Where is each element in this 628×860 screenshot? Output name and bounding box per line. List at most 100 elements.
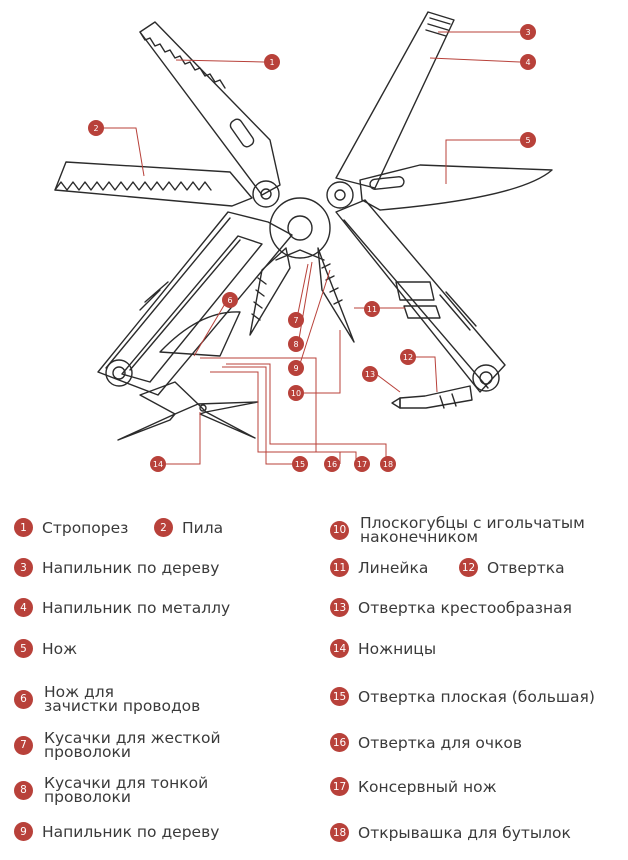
right-handle <box>335 199 506 393</box>
saw-blade <box>54 161 253 207</box>
screwdriver-bit <box>391 385 473 409</box>
legend-label: Линейка <box>358 558 429 577</box>
callout-number: 16 <box>327 460 337 469</box>
callout-14: 14 <box>150 456 166 472</box>
callout-1: 1 <box>264 54 280 70</box>
callout-number: 7 <box>293 316 298 325</box>
legend-label: Консервный нож <box>358 777 497 796</box>
legend-number-badge: 6 <box>14 689 33 709</box>
callout-number: 1 <box>269 58 274 67</box>
callout-number: 10 <box>291 389 301 398</box>
legend-label: Напильник по дереву <box>42 822 220 841</box>
legend-number-badge: 14 <box>330 639 349 658</box>
callout-number: 6 <box>227 296 232 305</box>
callout-5: 5 <box>520 132 536 148</box>
left-handle <box>97 211 293 396</box>
wire-stripper-blade <box>159 311 241 357</box>
legend-label: Ножницы <box>358 639 437 658</box>
legend-item-12: 12 Отвертка <box>459 558 565 577</box>
legend-number-badge: 1 <box>14 518 33 537</box>
callout-number: 2 <box>93 124 98 133</box>
strap-cutter-blade <box>139 21 281 208</box>
legend-number-badge: 12 <box>459 558 478 577</box>
legend-number-badge: 16 <box>330 733 349 752</box>
legend-item-5: 5 Нож <box>14 639 77 658</box>
file-blade <box>326 11 455 209</box>
legend-number-badge: 4 <box>14 598 33 617</box>
callout-3: 3 <box>520 24 536 40</box>
pliers-jaws <box>249 247 355 343</box>
legend-item-16: 16 Отвертка для очков <box>330 733 522 752</box>
legend-label: Отвертка для очков <box>358 733 523 752</box>
callout-16: 16 <box>324 456 340 472</box>
callout-11: 11 <box>364 301 380 317</box>
pivot <box>269 197 331 259</box>
legend-item-4: 4 Напильник по металлу <box>14 598 230 617</box>
callout-number: 4 <box>525 58 530 67</box>
legend-label: Напильник по металлу <box>42 598 231 617</box>
leader-lines <box>104 31 521 465</box>
legend-item-13: 13 Отвертка крестообразная <box>330 598 572 617</box>
legend-number-badge: 7 <box>14 735 33 755</box>
legend-item-17: 17 Консервный нож <box>330 777 497 796</box>
legend-item-1: 1 Стропорез <box>14 518 128 537</box>
callout-number: 8 <box>293 340 298 349</box>
callout-13: 13 <box>362 366 378 382</box>
legend-label: Нож <box>42 639 78 658</box>
legend-label: Напильник по дереву <box>42 558 220 577</box>
callout-15: 15 <box>292 456 308 472</box>
callout-18: 18 <box>380 456 396 472</box>
callout-17: 17 <box>354 456 370 472</box>
legend-number-badge: 11 <box>330 558 349 577</box>
callout-number: 3 <box>525 28 530 37</box>
callout-number: 9 <box>293 364 298 373</box>
callout-number: 11 <box>367 305 377 314</box>
legend-number-badge: 2 <box>154 518 173 537</box>
legend-number-badge: 9 <box>14 822 33 841</box>
legend-item-14: 14 Ножницы <box>330 639 436 658</box>
callout-9: 9 <box>288 360 304 376</box>
legend-label: Отвертка <box>487 558 565 577</box>
legend-number-badge: 15 <box>330 687 349 706</box>
callout-8: 8 <box>288 336 304 352</box>
legend-item-11: 11 Линейка <box>330 558 428 577</box>
legend-number-badge: 10 <box>330 520 349 540</box>
callout-2: 2 <box>88 120 104 136</box>
callout-number: 18 <box>383 460 393 469</box>
legend-number-badge: 5 <box>14 639 33 658</box>
callout-12: 12 <box>400 349 416 365</box>
callout-10: 10 <box>288 385 304 401</box>
callout-6: 6 <box>222 292 238 308</box>
legend-item-18: 18 Открывашка для бутылок <box>330 823 571 842</box>
callout-number: 5 <box>525 136 530 145</box>
legend-number-badge: 13 <box>330 598 349 617</box>
callout-number: 17 <box>357 460 367 469</box>
legend-label: Стропорез <box>42 518 129 537</box>
callout-7: 7 <box>288 312 304 328</box>
legend-number-badge: 8 <box>14 780 33 800</box>
legend-label: Пила <box>182 518 224 537</box>
legend-number-badge: 17 <box>330 777 349 796</box>
legend-label: Отвертка плоская (большая) <box>358 687 595 706</box>
callout-number: 15 <box>295 460 305 469</box>
callout-4: 4 <box>520 54 536 70</box>
callout-number: 12 <box>403 353 413 362</box>
legend-label: Отвертка крестообразная <box>358 598 572 617</box>
callout-number: 13 <box>365 370 375 379</box>
scissors <box>117 381 259 441</box>
legend-number-badge: 18 <box>330 823 349 842</box>
knife-blade <box>359 164 553 211</box>
legend-item-15: 15 Отвертка плоская (большая) <box>330 687 595 706</box>
callout-number: 14 <box>153 460 163 469</box>
legend-label: Открывашка для бутылок <box>358 823 571 842</box>
